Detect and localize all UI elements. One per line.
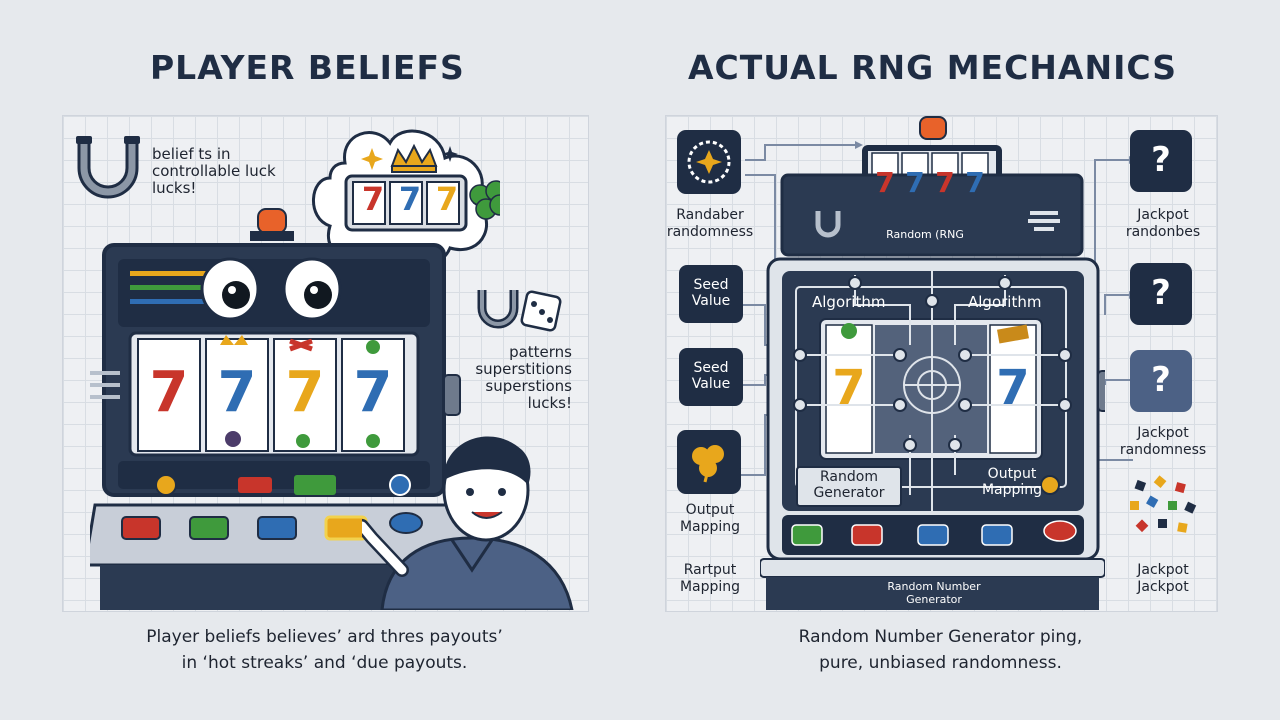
scatter-confetti-icon — [1130, 475, 1197, 533]
jackpot-randomness-label: Jackpot randomness — [1119, 425, 1207, 458]
clover-icon — [677, 430, 741, 494]
horseshoe-dice-icon — [477, 290, 562, 332]
question-mark-icon: ? — [1130, 350, 1192, 412]
randomness-label: Randaber randomness — [666, 207, 754, 240]
rng-top-reel-symbol: 7 — [965, 166, 985, 199]
right-caption: Random Number Generator ping, pure, unbi… — [798, 627, 1083, 673]
random-generator-box: Random Generator — [796, 466, 902, 507]
player-reel-symbol: 7 — [353, 360, 393, 425]
rng-reel-symbol: 7 — [832, 360, 866, 416]
bubble-reel-symbol: 7 — [398, 180, 422, 218]
rng-top-reel-symbol: 7 — [875, 166, 895, 199]
gear-icon — [677, 130, 741, 194]
rng-reel-symbol: 7 — [996, 360, 1030, 416]
jackpot-label: Jackpot randonbes — [1125, 207, 1201, 240]
horseshoe-icon — [76, 136, 140, 199]
question-mark-icon: ? — [1130, 263, 1192, 325]
seed-value-chip: Seed Value — [679, 265, 743, 323]
bubble-reel-symbol: 7 — [361, 180, 385, 218]
player-reel-symbol: 7 — [285, 360, 325, 425]
rng-top-reel-symbol: 7 — [935, 166, 955, 199]
right-heading: ACTUAL RNG MECHANICS — [688, 48, 1177, 87]
player-reel-symbol: 7 — [149, 360, 189, 425]
player-character — [362, 436, 574, 610]
player-slot-machine — [90, 208, 470, 610]
left-caption: Player beliefs believes’ ard thres payou… — [146, 627, 503, 673]
left-heading: PLAYER BELIEFS — [150, 48, 465, 87]
belief-note: belief ts in controllable luck lucks! — [152, 145, 276, 197]
bubble-reel-symbol: 7 — [435, 180, 459, 218]
rng-bottom-label: Random Number Generator — [887, 580, 981, 606]
player-reel-symbol: 7 — [217, 360, 257, 425]
rng-top-reel-symbol: 7 — [905, 166, 925, 199]
output-mapping-label: Output Mapping — [679, 502, 741, 535]
jackpot-jackpot-label: Jackpot Jackpot — [1137, 562, 1189, 595]
rartput-mapping-label: Rartput Mapping — [679, 562, 741, 595]
superstition-note: patterns superstitions superstions lucks… — [475, 343, 572, 412]
rng-machine-label: Random (RNG — [886, 228, 964, 241]
seed-value-chip: Seed Value — [679, 348, 743, 406]
question-mark-icon: ? — [1130, 130, 1192, 192]
algorithm-left-label: Algorithm — [812, 293, 886, 311]
output-mapping-box: Output Mapping — [981, 466, 1043, 498]
algorithm-right-label: Algorithm — [968, 293, 1042, 311]
